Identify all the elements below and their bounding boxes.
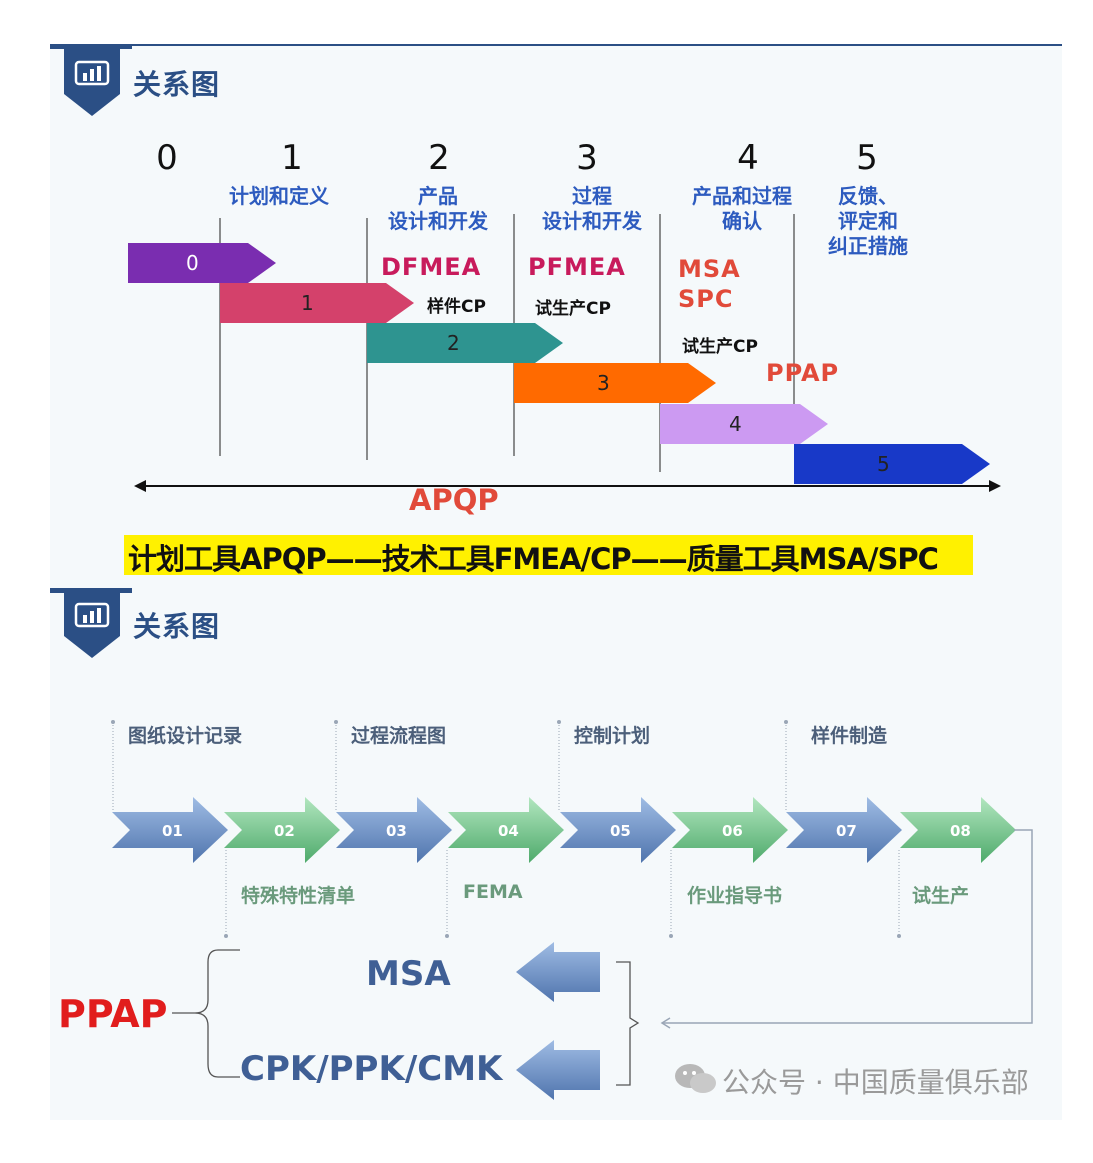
step-label-process-flow: 过程流程图	[351, 725, 447, 747]
phase-number-2: 2	[428, 138, 450, 178]
feedback-arrowhead	[660, 1017, 671, 1029]
apqp-label: APQP	[409, 483, 499, 517]
cpk-arrow	[516, 1040, 600, 1100]
phase-bar-0	[128, 243, 276, 283]
phase-bar-4-label: 4	[729, 412, 742, 436]
step-label-trial-production: 试生产	[912, 885, 970, 907]
left-brace	[172, 949, 240, 1078]
ppap-label-large: PPAP	[58, 992, 168, 1036]
section1-title: 关系图	[133, 68, 221, 101]
phase-bar-2	[367, 323, 563, 363]
msa-arrow	[516, 942, 600, 1002]
feedback-line	[662, 829, 1033, 1024]
trial-cp-label-a: 试生产CP	[535, 299, 611, 319]
flow-arrow-08-label: 08	[950, 822, 971, 840]
step-label-special-characteristics: 特殊特性清单	[241, 885, 356, 907]
section2-title: 关系图	[133, 610, 221, 643]
step-label-drawing-records: 图纸设计记录	[128, 725, 243, 747]
flow-arrow-05-label: 05	[610, 822, 631, 840]
phase-bar-5	[794, 444, 990, 484]
step-label-control-plan: 控制计划	[574, 725, 651, 747]
phase-number-0: 0	[156, 138, 178, 178]
step-label-fema: FEMA	[463, 881, 523, 903]
section2-header-badge	[64, 590, 120, 658]
step-label-sample-build: 样件制造	[811, 725, 888, 747]
ppap-label: PPAP	[766, 359, 840, 387]
phase-number-1: 1	[281, 138, 303, 178]
section1-header-badge	[64, 48, 120, 116]
section1-background	[50, 45, 1062, 590]
phase-bar-3-label: 3	[597, 371, 610, 395]
phase-bar-0-label: 0	[186, 251, 199, 275]
wechat-icon	[675, 1064, 716, 1093]
flow-arrow-05	[560, 797, 676, 863]
phase-name-2: 产品 设计和开发	[388, 184, 488, 233]
pfmea-label: PFMEA	[528, 253, 626, 281]
flow-arrow-06-label: 06	[722, 822, 743, 840]
phase-bar-3	[514, 363, 716, 403]
flow-arrow-04	[448, 797, 564, 863]
phase-bar-1	[220, 283, 414, 323]
flow-arrow-07	[786, 797, 902, 863]
section1-header-tab	[50, 44, 132, 49]
flow-arrow-01	[112, 797, 228, 863]
flow-arrow-02-label: 02	[274, 822, 295, 840]
phase-bar-5-label: 5	[877, 452, 890, 476]
banner-text: 计划工具APQP——技术工具FMEA/CP——质量工具MSA/SPC	[128, 542, 939, 576]
step-label-work-instructions: 作业指导书	[687, 885, 783, 907]
phase-number-5: 5	[856, 138, 878, 178]
phase-name-5: 反馈、 评定和 纠正措施	[828, 184, 908, 258]
right-bracket	[616, 961, 640, 1086]
flow-arrow-03-label: 03	[386, 822, 407, 840]
phase-number-4: 4	[737, 138, 759, 178]
apqp-phase-chart	[128, 214, 1001, 492]
banner-highlight	[124, 535, 973, 575]
phase-bar-1-label: 1	[301, 291, 314, 315]
msa-label: MSA	[678, 255, 741, 283]
phase-name-1: 计划和定义	[229, 184, 329, 208]
phase-bar-2-label: 2	[447, 331, 460, 355]
phase-name-3: 过程 设计和开发	[542, 184, 642, 233]
trial-cp-label-b: 试生产CP	[682, 337, 758, 357]
flow-arrow-04-label: 04	[498, 822, 519, 840]
cpk-ppk-cmk-label: CPK/PPK/CMK	[240, 1049, 503, 1089]
phase-number-3: 3	[576, 138, 598, 178]
flow-arrow-02	[224, 797, 340, 863]
section2-background	[50, 590, 1062, 1120]
flow-arrow-01-label: 01	[162, 822, 183, 840]
dfmea-label: DFMEA	[381, 253, 482, 281]
watermark-text: 公众号 · 中国质量俱乐部	[722, 1066, 1029, 1099]
flow-arrow-07-label: 07	[836, 822, 857, 840]
flow-arrow-03	[336, 797, 452, 863]
sample-cp-label: 样件CP	[427, 297, 486, 317]
spc-label: SPC	[678, 285, 734, 313]
apqp-span-arrow-right	[989, 480, 1001, 492]
apqp-span-arrow-left	[134, 480, 146, 492]
msa-label-large: MSA	[366, 954, 451, 994]
flow-arrow-06	[672, 797, 788, 863]
section1-top-rule	[50, 44, 1062, 46]
phase-name-4: 产品和过程 确认	[692, 184, 792, 233]
flow-arrow-08	[900, 797, 1016, 863]
phase-bar-4	[660, 404, 828, 444]
